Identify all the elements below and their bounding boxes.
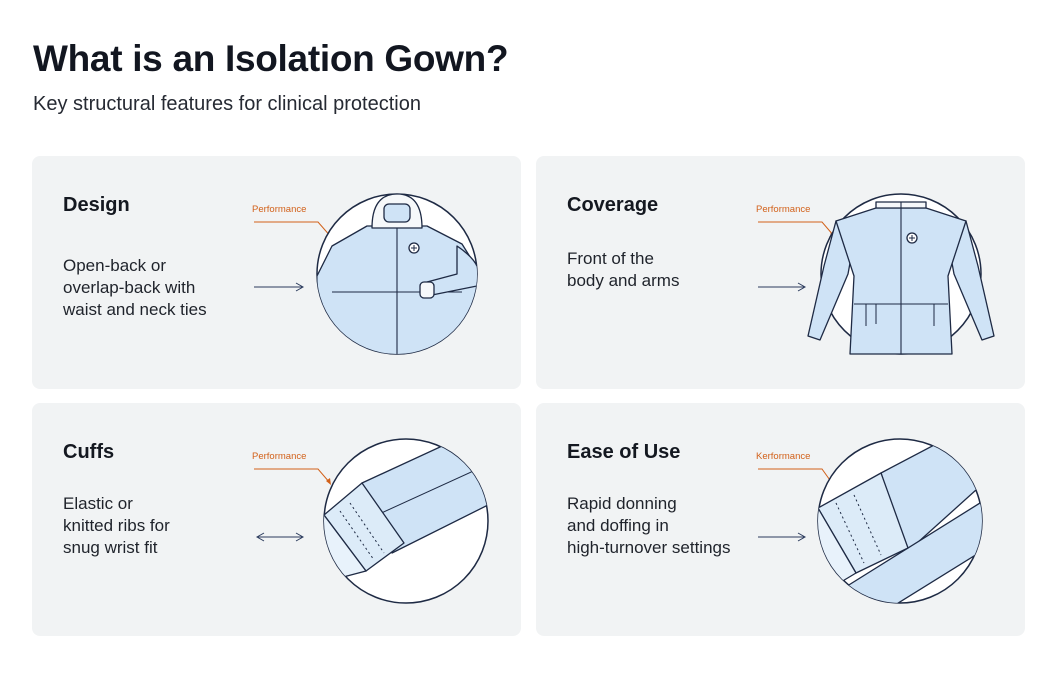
desc-line: Elastic or — [63, 494, 133, 513]
card-description: Front of the body and arms — [567, 248, 757, 292]
gown-hood-icon — [254, 193, 478, 355]
gown-front-icon — [758, 193, 995, 355]
card-description: Rapid donning and doffing in high-turnov… — [567, 493, 757, 559]
desc-line: snug wrist fit — [63, 538, 158, 557]
desc-line: knitted ribs for — [63, 516, 170, 535]
page-title: What is an Isolation Gown? — [33, 38, 509, 79]
desc-line: Front of the — [567, 249, 654, 268]
card-design: Design Open-back or overlap-back with wa… — [32, 156, 521, 389]
card-title: Cuffs — [63, 441, 115, 463]
sleeve-icon — [758, 438, 983, 604]
card-title: Coverage — [567, 194, 659, 216]
card-title: Design — [63, 194, 130, 216]
performance-tag: Kerformance — [756, 451, 811, 462]
performance-tag: Performance — [756, 204, 811, 215]
desc-line: and doffing in — [567, 516, 669, 535]
desc-line: overlap-back with — [63, 278, 196, 297]
desc-line: high-turnover settings — [567, 538, 731, 557]
card-title: Ease of Use — [567, 441, 681, 463]
page-subtitle: Key structural features for clinical pro… — [33, 93, 421, 115]
card-coverage: Coverage Front of the body and arms Perf… — [536, 156, 1025, 389]
desc-line: Open-back or — [63, 256, 166, 275]
card-ease-of-use: Ease of Use Rapid donning and doffing in… — [536, 403, 1025, 636]
card-description: Open-back or overlap-back with waist and… — [63, 255, 253, 321]
card-cuffs: Cuffs Elastic or knitted ribs for snug w… — [32, 403, 521, 636]
performance-tag: Performance — [252, 204, 307, 215]
performance-tag: Performance — [252, 451, 307, 462]
cuff-icon — [254, 438, 489, 604]
card-description: Elastic or knitted ribs for snug wrist f… — [63, 493, 253, 559]
desc-line: Rapid donning — [567, 494, 677, 513]
desc-line: body and arms — [567, 271, 680, 290]
desc-line: waist and neck ties — [63, 300, 207, 319]
